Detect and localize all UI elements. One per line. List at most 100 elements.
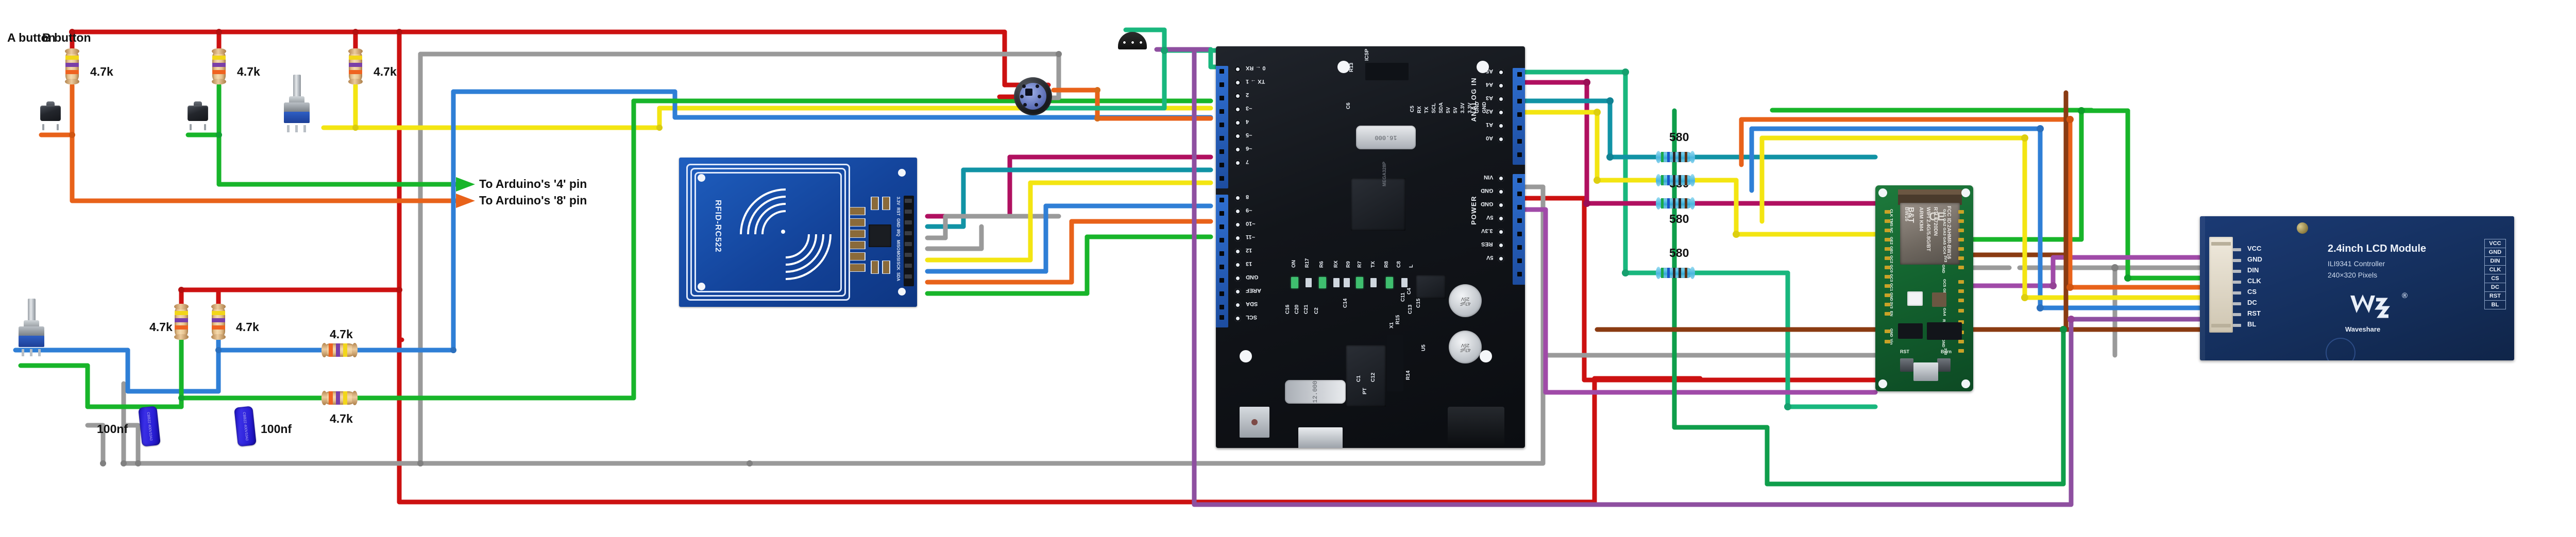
bw16-pin-ga5: GA5 bbox=[1942, 237, 1947, 245]
bw16-pin-gnd-l2: GND bbox=[1889, 328, 1894, 337]
lcd-table-bl: BL bbox=[2491, 302, 2499, 308]
rfid-pin-3v3: 3.3V bbox=[896, 197, 901, 205]
bw16-pin-ga3: GA3 bbox=[1942, 228, 1947, 236]
arduino-pin-gnd1: GND bbox=[1480, 187, 1493, 194]
rfid-pin-mosi: MOSI bbox=[896, 251, 901, 262]
lcd-pin-rst: RST bbox=[2247, 309, 2261, 317]
resistor-580-2 bbox=[1656, 197, 1695, 210]
arduino-pin-7: 7 bbox=[1246, 159, 1249, 165]
arduino-pin-gnd2: GND bbox=[1480, 201, 1493, 207]
arduino-silk-33v: 3.3V bbox=[1460, 102, 1466, 113]
rfid-pin-irq: IRQ bbox=[896, 229, 901, 237]
arduino-silk-c21: C21 bbox=[1303, 304, 1309, 314]
resistor-580-4 bbox=[1656, 174, 1695, 186]
arduino-silk-c2: C2 bbox=[1314, 307, 1319, 314]
arrow-label-pin8: To Arduino's '8' pin bbox=[479, 194, 587, 207]
arduino-pin-gnd: GND bbox=[1246, 274, 1259, 280]
capacitor-100nf-2: CBB22 400V104J bbox=[234, 406, 257, 447]
resistor-580-3-label: 580 bbox=[1669, 130, 1689, 144]
arduino-silk-c1: C1 bbox=[1356, 375, 1362, 382]
bw16-pin-gnd-l: GND bbox=[1889, 292, 1894, 301]
arduino-silk-c20: C20 bbox=[1294, 304, 1300, 314]
arduino-pin-5v2: 5V bbox=[1486, 254, 1493, 261]
lcd-table-clk: CLK bbox=[2485, 266, 2505, 274]
bw16-pin-ga1: GA1 bbox=[1942, 209, 1947, 217]
arduino-mcu-label: MEGA328P bbox=[1382, 161, 1387, 186]
arduino-silk-u5: U5 bbox=[1421, 344, 1427, 351]
resistor-580-1-label: 580 bbox=[1669, 246, 1689, 259]
arduino-pin-5: ~5 bbox=[1246, 132, 1252, 138]
arduino-silk-on: ON bbox=[1291, 260, 1297, 268]
resistor-4k7-encoder-top bbox=[348, 47, 363, 85]
arduino-silk-c6: C6 bbox=[1346, 102, 1351, 109]
arduino-pin-sda: SDA bbox=[1246, 301, 1258, 307]
arduino-silk-c8: C8 bbox=[1396, 261, 1402, 268]
bw16-pin-gc0: GC0 bbox=[1889, 265, 1894, 273]
waveshare-logo-icon bbox=[2348, 292, 2398, 323]
arduino-silk-c11: C11 bbox=[1400, 292, 1406, 302]
lcd-table-vcc: VCC bbox=[2485, 239, 2505, 248]
lcd-pin-bl: BL bbox=[2247, 320, 2257, 328]
arduino-pin-2: 2 bbox=[1246, 92, 1249, 98]
arduino-silk-rx: RX bbox=[1417, 106, 1422, 113]
lcd-brand: Waveshare bbox=[2345, 325, 2381, 333]
arduino-pin-a1: A1 bbox=[1485, 122, 1493, 128]
b-button[interactable] bbox=[187, 101, 209, 130]
arduino-pin-8: 8 bbox=[1246, 194, 1249, 200]
bw16-pin-gc2: GC2 bbox=[1889, 255, 1894, 264]
arduino-pin-5v: 5V bbox=[1486, 214, 1493, 220]
arduino-icsp-label: ICSP bbox=[1364, 48, 1370, 61]
lcd-pin-din: DIN bbox=[2247, 266, 2259, 274]
capacitor-100nf-1: CBB22 400V104J bbox=[138, 406, 161, 447]
bw16-burn-label: Burn bbox=[1941, 349, 1952, 354]
rotary-encoder-top[interactable] bbox=[281, 75, 313, 132]
arduino-silk-sda: SDA bbox=[1438, 102, 1444, 113]
arduino-pin-vin: VIN bbox=[1483, 174, 1493, 180]
a-button[interactable] bbox=[39, 101, 62, 130]
lcd-pin-table: VCC GND DIN CLK CS DC RST BL bbox=[2484, 239, 2506, 309]
arduino-silk-r6: R6 bbox=[1319, 261, 1325, 268]
resistor-580-1 bbox=[1656, 267, 1695, 279]
three-pin-header bbox=[1118, 32, 1147, 49]
arduino-silk-33v2: 3.3V bbox=[1467, 102, 1473, 113]
arduino-pin-6: ~6 bbox=[1246, 145, 1252, 151]
capacitor-100nf-2-label: 100nf bbox=[261, 422, 292, 436]
arduino-pin-4: 4 bbox=[1246, 118, 1249, 125]
arduino-pin-a3: A3 bbox=[1485, 95, 1493, 101]
arduino-silk-c15: C15 bbox=[1416, 298, 1421, 308]
lcd-table-cs: CS bbox=[2485, 274, 2505, 283]
arduino-pin-aref: AREF bbox=[1246, 287, 1261, 293]
bw16-pin-gc5: GC5 bbox=[1942, 279, 1947, 287]
resistor-4k7-h2-label: 4.7k bbox=[330, 412, 353, 425]
rfid-rc522-module: RFID-RC522 3.3V RST GND IRQ MISO MOSI bbox=[679, 158, 917, 307]
resistor-4k7-enc2-b bbox=[211, 303, 226, 341]
arduino-silk-c12: C12 bbox=[1370, 372, 1376, 382]
lcd-pin-cs: CS bbox=[2247, 288, 2257, 296]
a-button-label: A button bbox=[7, 31, 56, 44]
ps2-connector bbox=[1014, 77, 1052, 115]
arduino-silk-r14: R14 bbox=[1405, 370, 1411, 380]
resistor-4k7-enc2-a bbox=[174, 303, 189, 341]
resistor-4k7-a bbox=[65, 47, 79, 85]
bw16-pin-gc4: GC4 bbox=[1942, 246, 1947, 254]
rfid-pin-gnd: GND bbox=[896, 218, 901, 228]
bw16-pin-gnd-r: GND bbox=[1941, 265, 1946, 273]
resistor-4k7-encoder-top-label: 4.7k bbox=[374, 65, 397, 78]
arduino-silk-gnd2: GND bbox=[1482, 101, 1487, 113]
arduino-silk-c14: C14 bbox=[1343, 298, 1348, 308]
rotary-encoder-bottom[interactable] bbox=[15, 299, 47, 356]
lcd-pin-vcc: VCC bbox=[2247, 245, 2262, 252]
rfid-pin-sck: SCK bbox=[896, 262, 901, 270]
lcd-title: 2.4inch LCD Module bbox=[2328, 243, 2427, 254]
arduino-silk-r9: R9 bbox=[1346, 261, 1351, 268]
resistor-4k7-enc2-a-label: 4.7k bbox=[149, 320, 173, 334]
bw16-ce-mark: CE bbox=[1929, 210, 1945, 223]
arduino-silk-r15: R15 bbox=[1395, 315, 1401, 324]
lcd-controller: ILI9341 Controller bbox=[2328, 259, 2385, 268]
arduino-uno-board: 0 ← RX TX → 1 2 ~3 4 ~5 ~6 7 8 ~9 ~10 ~1… bbox=[1216, 46, 1525, 448]
arrow-label-pin4: To Arduino's '4' pin bbox=[479, 177, 587, 190]
capacitor-100nf-1-label: 100nf bbox=[97, 422, 128, 436]
resistor-4k7-b-label: 4.7k bbox=[237, 65, 260, 78]
arduino-pin-scl: SCL bbox=[1246, 314, 1257, 320]
